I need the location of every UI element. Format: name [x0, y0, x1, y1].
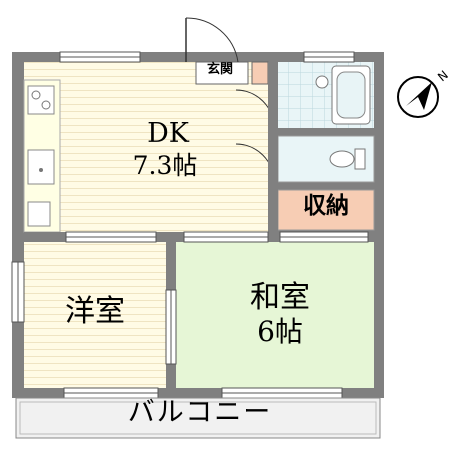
sink-icon — [27, 149, 55, 185]
sink-basin-icon — [27, 85, 55, 115]
stove-burner-icon — [41, 100, 51, 110]
drain-icon — [39, 168, 43, 172]
balcony-floor — [15, 397, 381, 439]
western-room-floor — [24, 242, 166, 388]
entrance-label: 玄関 — [206, 62, 233, 77]
stove-burner-icon — [31, 90, 41, 100]
toilet-icon — [329, 150, 355, 168]
washbasin-icon — [315, 75, 329, 89]
balcony-label: バルコニー — [127, 397, 273, 428]
storage-label: 収納 — [303, 193, 349, 219]
toilet-floor — [277, 135, 375, 183]
shoe-box — [251, 61, 269, 85]
washer-icon — [27, 201, 51, 227]
western-room-label: 洋室 — [65, 294, 125, 329]
dk-label: DK — [147, 118, 189, 149]
toilet-tank-icon — [354, 148, 366, 170]
balcony-railing — [19, 401, 377, 435]
dk-size-label: 7.3帖 — [132, 151, 198, 180]
japanese-room-floor — [176, 242, 374, 388]
japanese-room-size-label: 6帖 — [257, 315, 303, 348]
compass-needle-icon — [406, 82, 432, 110]
inner-wall — [268, 62, 278, 232]
bathtub-inner-icon — [336, 71, 366, 119]
entrance-floor — [195, 61, 249, 85]
entrance-door-swing — [185, 17, 239, 63]
japanese-room-label: 和室 — [250, 280, 310, 315]
storage-fill — [277, 189, 375, 231]
dk-floor — [24, 62, 268, 232]
